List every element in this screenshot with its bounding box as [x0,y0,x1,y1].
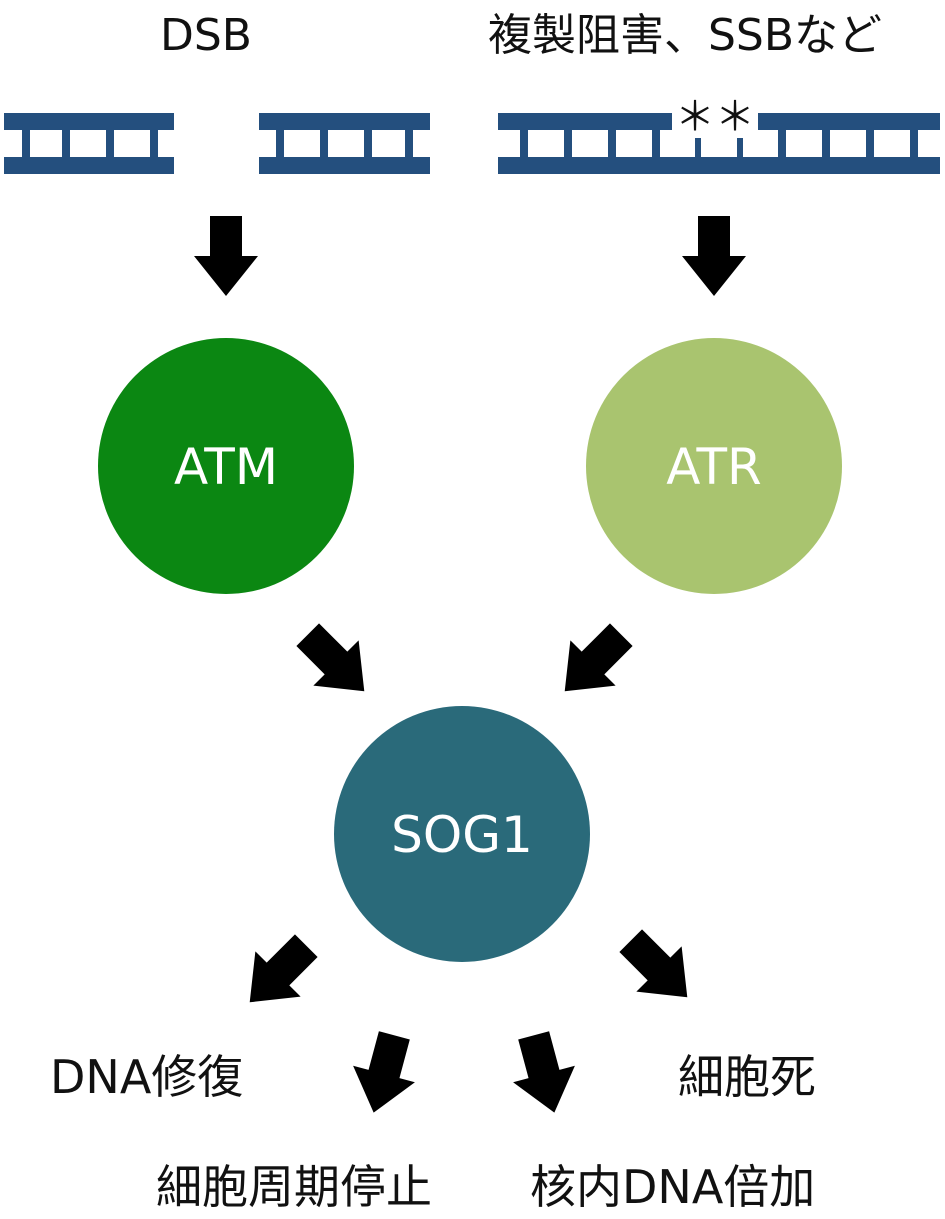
arrow-ssb-to-atr [682,216,746,296]
arrow-to-dna-repair [227,923,329,1025]
atr-node: ATR [586,338,842,594]
dna-fragment-left [4,113,174,174]
outcome-endoreduplication: 核内DNA倍加 [530,1160,816,1214]
arrow-to-cell-death [608,918,710,1020]
atm-node: ATM [98,338,354,594]
dna-fragment-right [259,113,430,174]
dsb-label: DSB [160,10,252,61]
sog1-node: SOG1 [334,706,590,962]
dna-damaged-strand: ＊＊ [498,94,940,174]
replication-stress-label: 複製阻害、SSBなど [488,10,883,61]
arrow-atr-to-sog1 [542,612,644,714]
arrow-to-endoreduplication [502,1027,586,1121]
atm-label: ATM [174,438,278,496]
arrow-to-cell-cycle-arrest [342,1027,426,1121]
atr-label: ATR [666,438,762,496]
sog1-label: SOG1 [391,806,533,864]
arrow-atm-to-sog1 [285,612,387,714]
outcome-cell-death: 細胞死 [678,1050,816,1104]
outcome-dna-repair: DNA修復 [50,1050,244,1104]
arrow-dsb-to-atm [194,216,258,296]
lesion-marks: ＊＊ [675,94,755,140]
dna-double-strand-break [4,113,430,174]
outcome-cell-cycle-arrest: 細胞周期停止 [156,1160,432,1214]
